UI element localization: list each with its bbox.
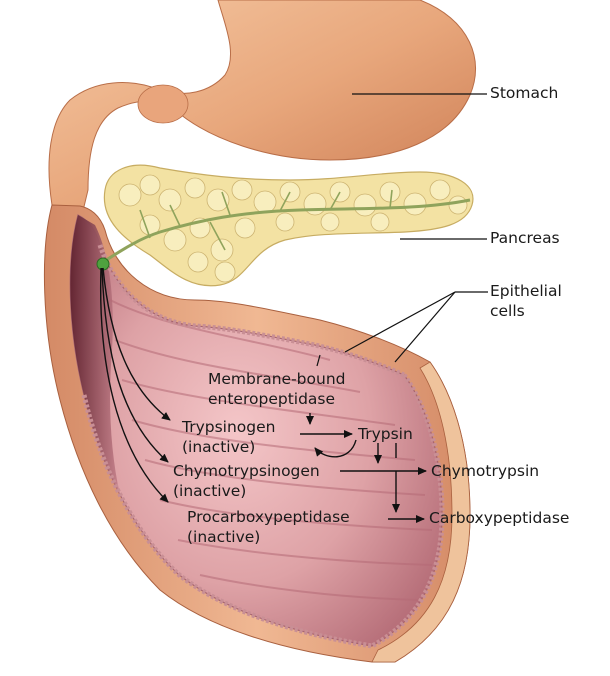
secretion-arrows [99, 267, 171, 503]
label-trypsinogen-inactive: (inactive) [182, 438, 256, 456]
leader-lines [316, 93, 488, 367]
pancreatic-duct [102, 198, 471, 264]
label-chymotrypsinogen-inactive: (inactive) [173, 482, 247, 500]
label-epithelial: Epithelial [490, 282, 562, 300]
label-pancreas: Pancreas [490, 229, 560, 247]
label-carboxypeptidase: Carboxypeptidase [429, 509, 570, 527]
label-stomach: Stomach [490, 84, 559, 102]
pylorus-bulge [137, 84, 189, 124]
label-chymotrypsinogen: Chymotrypsinogen [173, 462, 320, 480]
label-enteropeptidase: enteropeptidase [208, 390, 336, 408]
label-trypsinogen: Trypsinogen [182, 418, 276, 436]
label-procarboxypeptidase-inactive: (inactive) [187, 528, 261, 546]
label-cells: cells [490, 302, 525, 320]
pancreas [102, 164, 474, 287]
label-chymotrypsin: Chymotrypsin [431, 462, 540, 480]
lumen-depth [70, 215, 120, 495]
reaction-arrows [300, 413, 427, 523]
epithelial-lining-right [370, 373, 445, 649]
circular-folds [109, 299, 433, 601]
label-membrane-bound: Membrane-bound [208, 370, 346, 388]
epithelial-lining-left [81, 394, 373, 649]
wall-cut-face [371, 361, 471, 663]
label-trypsin: Trypsin [358, 425, 413, 443]
label-procarboxypeptidase: Procarboxypeptidase [187, 508, 350, 526]
